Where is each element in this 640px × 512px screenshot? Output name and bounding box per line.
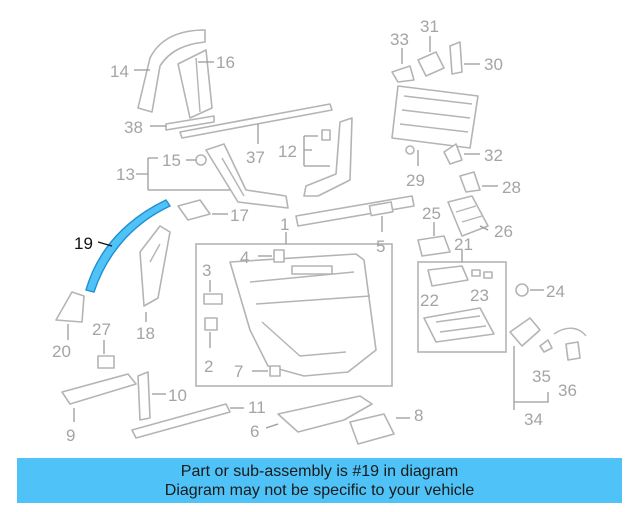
- part-8-panel: [349, 413, 395, 445]
- callout-18: 18: [136, 324, 155, 343]
- callout-20: 20: [52, 342, 71, 361]
- part-37-belt-strip: [179, 103, 333, 139]
- callout-8: 8: [414, 406, 423, 425]
- callout-4: 4: [240, 248, 249, 267]
- part-2-plug: [204, 317, 218, 331]
- callout-38: 38: [124, 118, 143, 137]
- part-31-handle: [417, 51, 445, 77]
- part-19-highlighted-trim: [85, 199, 172, 293]
- part-6-panel: [277, 395, 373, 433]
- callout-15: 15: [162, 151, 181, 170]
- part-17-cover: [177, 199, 211, 221]
- callout-6: 6: [250, 422, 259, 441]
- info-banner: Part or sub-assembly is #19 in diagram D…: [17, 458, 622, 503]
- part-33-bracket: [391, 65, 415, 83]
- callout-27: 27: [92, 320, 111, 339]
- callout-12: 12: [278, 142, 297, 161]
- banner-line-1: Part or sub-assembly is #19 in diagram: [180, 462, 459, 480]
- callout-25: 25: [422, 204, 441, 223]
- part-3-clip: [203, 293, 223, 305]
- callout-16: 16: [216, 53, 235, 72]
- part-38-strip: [165, 115, 215, 131]
- callout-26: 26: [494, 222, 513, 241]
- callout-7: 7: [234, 362, 243, 381]
- callout-10: 10: [168, 386, 187, 405]
- part-18-pillar-trim: [139, 225, 171, 307]
- part-23-bezel-group: [427, 265, 493, 287]
- callout-33: 33: [390, 30, 409, 49]
- callout-23: 23: [470, 286, 489, 305]
- part-11-strip: [131, 403, 231, 439]
- callout-3: 3: [202, 261, 211, 280]
- part-10-strip: [137, 371, 151, 421]
- callout-17: 17: [230, 206, 249, 225]
- part-34-bracket: [509, 317, 541, 347]
- callout-1: 1: [280, 215, 289, 234]
- part-36-wire: [553, 327, 587, 337]
- callout-19: 19: [74, 234, 93, 253]
- callout-2: 2: [204, 357, 213, 376]
- callout-21: 21: [454, 235, 473, 254]
- part-15-clip: [195, 154, 207, 166]
- part-20-panel: [55, 291, 85, 323]
- callout-5: 5: [376, 237, 385, 256]
- part-12-pillar-trim: [303, 117, 353, 197]
- callout-14: 14: [110, 62, 129, 81]
- callout-28: 28: [502, 178, 521, 197]
- part-4-clip: [273, 249, 285, 263]
- part-1-door-box: [195, 243, 393, 387]
- part-1-door-panel: [229, 253, 377, 377]
- part-27-clip: [97, 355, 115, 369]
- part-13-pillar-trim: [205, 143, 289, 209]
- callout-9: 9: [66, 426, 75, 445]
- part-35-clip: [539, 339, 553, 353]
- part-29-sunshade: [391, 85, 479, 155]
- callout-34: 34: [524, 410, 543, 429]
- callout-37: 37: [246, 148, 265, 167]
- banner-line-2: Diagram may not be specific to your vehi…: [164, 481, 475, 499]
- callout-30: 30: [484, 55, 503, 74]
- part-14-window-frame: [137, 29, 213, 119]
- callout-22: 22: [420, 291, 439, 310]
- callout-13: 13: [116, 165, 135, 184]
- callout-36: 36: [558, 381, 577, 400]
- callout-31: 31: [420, 17, 439, 36]
- part-32-clip: [443, 143, 463, 165]
- part-22-armrest-insert: [423, 307, 495, 343]
- part-26-switch-panel: [447, 195, 489, 237]
- part-7-clip: [269, 365, 281, 377]
- callout-35: 35: [532, 367, 551, 386]
- part-24-knob: [515, 283, 529, 297]
- part-5-handle-strip: [295, 195, 415, 227]
- part-28-switch: [459, 171, 481, 193]
- part-30-guide: [449, 41, 463, 75]
- part-9-sill-plate: [61, 373, 137, 405]
- callout-11: 11: [248, 398, 266, 417]
- callout-29: 29: [406, 171, 425, 190]
- part-25-bezel: [417, 235, 451, 257]
- callout-32: 32: [484, 146, 503, 165]
- callout-24: 24: [546, 282, 565, 301]
